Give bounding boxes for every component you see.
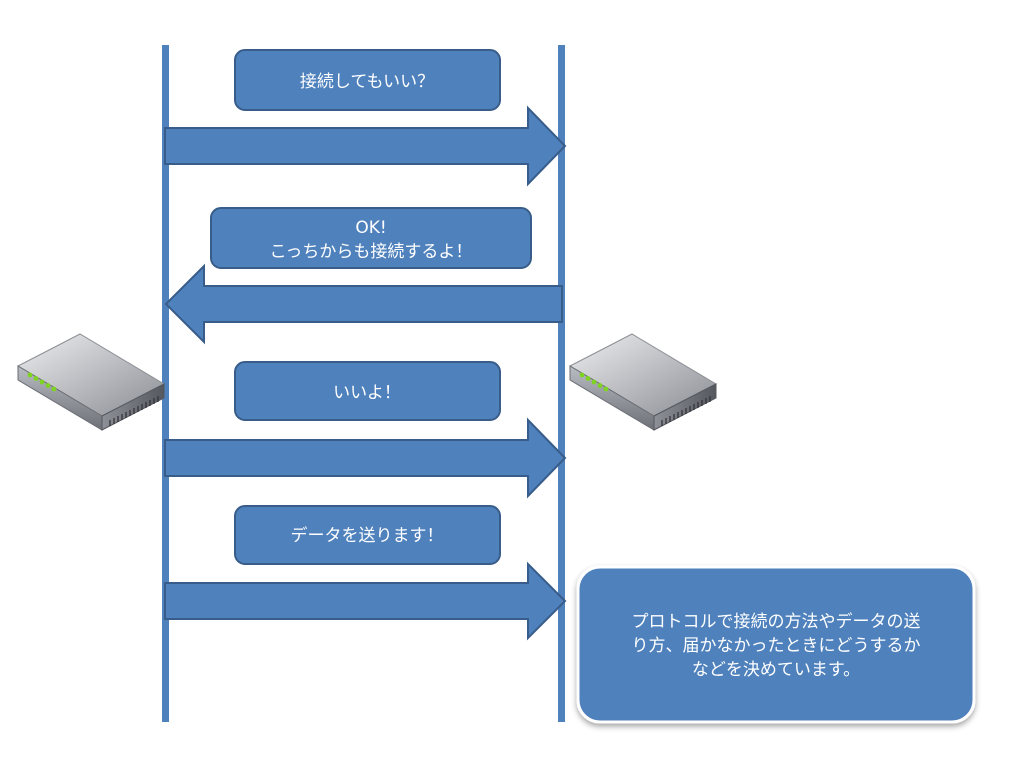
message-box: OK! こっちからも接続するよ！	[210, 207, 532, 269]
explanation-note	[576, 565, 976, 724]
arrow-right-data-send	[164, 561, 567, 641]
message-text: 接続してもいい？	[300, 72, 434, 92]
arrow-right-connect-request	[164, 105, 567, 187]
message-box: 接続してもいい？	[234, 49, 501, 111]
network-switch-icon	[568, 333, 718, 431]
note-line: などを決めています。	[692, 660, 860, 680]
network-switch-icon	[16, 333, 166, 431]
note-line: プロトコルで接続の方法やデータの送	[632, 611, 921, 632]
arrow-right-ack	[164, 417, 567, 499]
message-text: いいよ！	[333, 383, 401, 403]
message-box: データを送ります！	[234, 505, 501, 565]
note-line: り方、届かなかったときにどうするか	[632, 636, 921, 656]
right-lifeline	[558, 45, 565, 722]
message-text: こっちからも接続するよ！	[270, 242, 473, 262]
arrow-left-ok-reply	[164, 263, 563, 345]
message-box: いいよ！	[234, 361, 501, 421]
message-text: OK!	[355, 218, 386, 238]
message-text: データを送ります！	[291, 525, 444, 546]
left-lifeline	[162, 45, 169, 722]
